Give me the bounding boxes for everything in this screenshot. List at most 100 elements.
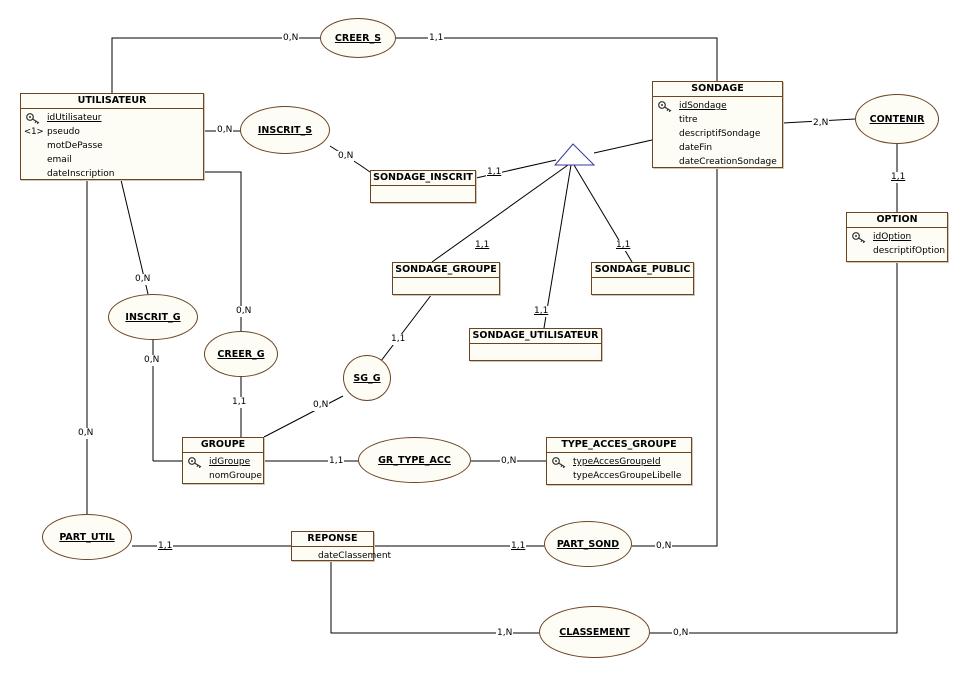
card-sg-g-sondage-groupe: 1,1 — [390, 334, 407, 345]
card-sondage-public-inherit: 1,1 — [615, 240, 632, 251]
key-icon — [188, 457, 202, 468]
entity-attributes: dateClassement — [292, 547, 391, 564]
card-contenir-sondage: 2,N — [812, 118, 830, 129]
primary-key-attribute: idUtilisateur — [24, 111, 200, 125]
relationship-inscrit-g[interactable]: INSCRIT_G — [108, 294, 198, 340]
attribute: dateInscription — [24, 167, 200, 181]
attribute-name: idSondage — [679, 101, 727, 111]
attribute-name: descriptifSondage — [679, 129, 761, 139]
entity-attributes — [371, 186, 475, 189]
attribute: descriptifOption — [850, 244, 946, 258]
edge-sondage-inherit — [593, 139, 653, 154]
key-icon — [552, 457, 566, 468]
card-sg-g-groupe: 0,N — [312, 400, 330, 411]
relationship-classement[interactable]: CLASSEMENT — [539, 606, 650, 658]
edge-utilisateur-creer-s — [111, 37, 320, 94]
entity-attributes — [470, 344, 601, 347]
entity-title: OPTION — [847, 213, 947, 228]
edge-sondage-groupe-sg-g — [380, 293, 433, 362]
relationship-inscrit-s[interactable]: INSCRIT_S — [240, 106, 330, 154]
key-icon — [852, 232, 866, 243]
attribute-name: typeAccesGroupeId — [573, 457, 661, 467]
card-part-util-reponse: 1,1 — [157, 541, 174, 552]
card-inscrit-s-sondage-inscrit: 0,N — [337, 151, 355, 162]
card-sondage-utilisateur-inherit: 1,1 — [533, 306, 550, 317]
unique-marker: <1> — [24, 127, 44, 137]
attribute: nomGroupe — [186, 469, 262, 483]
attribute-name: nomGroupe — [209, 471, 262, 481]
attribute-name: idOption — [873, 232, 912, 242]
card-inscrit-g-groupe: 0,N — [143, 355, 161, 366]
relationship-part-sond[interactable]: PART_SOND — [544, 521, 632, 567]
entity-attributes: idSondage titre descriptifSondage dateFin da… — [653, 97, 782, 170]
relationship-contenir[interactable]: CONTENIR — [855, 94, 939, 144]
relationship-gr-type-acc[interactable]: GR_TYPE_ACC — [358, 437, 471, 483]
entity-attributes — [393, 278, 499, 281]
attribute: dateCreationSondage — [656, 155, 779, 169]
card-sondage-inscrit-inherit: 1,1 — [486, 167, 503, 178]
inheritance-triangle — [553, 143, 596, 166]
card-classement-option: 0,N — [672, 628, 690, 639]
primary-key-attribute: idSondage — [656, 99, 779, 113]
edge-reponse-classement — [330, 561, 539, 634]
edge-creer-s-sondage — [396, 37, 718, 81]
attribute-name: dateCreationSondage — [679, 157, 777, 167]
entity-sondage[interactable]: SONDAGE idSondage titre descriptifSondage da… — [652, 81, 783, 168]
relationship-creer-g[interactable]: CREER_G — [204, 331, 278, 377]
attribute: dateFin — [656, 141, 779, 155]
card-gr-type-acc-tag: 0,N — [500, 456, 518, 467]
attribute-name: dateFin — [679, 143, 713, 153]
attribute-name: motDePasse — [47, 141, 103, 151]
attribute: email — [24, 153, 200, 167]
entity-sondage-groupe[interactable]: SONDAGE_GROUPE — [392, 262, 500, 295]
primary-key-attribute: idGroupe — [186, 455, 260, 469]
entity-attributes: typeAccesGroupeId typeAccesGroupeLibelle — [547, 453, 691, 484]
entity-title: SONDAGE_INSCRIT — [371, 171, 475, 186]
entity-sondage-public[interactable]: SONDAGE_PUBLIC — [591, 262, 694, 295]
card-gr-type-acc-groupe: 1,1 — [328, 456, 345, 467]
key-icon — [658, 101, 672, 112]
card-inscrit-s-utilisateur: 0,N — [216, 125, 234, 136]
relationship-part-util[interactable]: PART_UTIL — [42, 514, 132, 560]
card-sondage-groupe-inherit: 1,1 — [474, 240, 491, 251]
entity-title: SONDAGE_UTILISATEUR — [470, 329, 601, 344]
card-creer-g-utilisateur: 0,N — [235, 306, 253, 317]
attribute: typeAccesGroupeLibelle — [550, 469, 688, 483]
primary-key-attribute: idOption — [850, 230, 944, 244]
entity-title: TYPE_ACCES_GROUPE — [547, 438, 691, 453]
primary-key-attribute: typeAccesGroupeId — [550, 455, 688, 469]
entity-sondage-utilisateur[interactable]: SONDAGE_UTILISATEUR — [469, 328, 602, 361]
attribute: descriptifSondage — [656, 127, 779, 141]
entity-title: SONDAGE_GROUPE — [393, 263, 499, 278]
attribute: motDePasse — [24, 139, 200, 153]
entity-title: SONDAGE — [653, 82, 782, 97]
edge-sondage-groupe-inherit — [431, 164, 569, 263]
entity-attributes — [592, 278, 693, 281]
edge-utilisateur-creer-g — [204, 171, 242, 331]
card-classement-reponse: 1,N — [496, 628, 514, 639]
edge-sondage-utilisateur-inherit — [543, 164, 572, 329]
attribute-name: idUtilisateur — [47, 113, 102, 123]
entity-title: SONDAGE_PUBLIC — [592, 263, 693, 278]
attribute-name: idGroupe — [209, 457, 251, 467]
card-part-sond-reponse: 1,1 — [510, 541, 527, 552]
card-creer-s-sondage: 1,1 — [428, 33, 445, 44]
attribute-name: dateInscription — [47, 169, 115, 179]
relationship-creer-s[interactable]: CREER_S — [320, 18, 396, 58]
attribute-name: descriptifOption — [873, 246, 946, 256]
relationship-sg-g[interactable]: SG_G — [343, 355, 391, 401]
entity-title: UTILISATEUR — [21, 94, 203, 109]
card-creer-s-utilisateur: 0,N — [282, 33, 300, 44]
entity-sondage-inscrit[interactable]: SONDAGE_INSCRIT — [370, 170, 476, 203]
entity-attributes: idGroupe nomGroupe — [183, 453, 263, 484]
key-icon — [26, 113, 40, 124]
card-part-sond-sondage: 0,N — [655, 541, 673, 552]
attribute: titre — [656, 113, 779, 127]
entity-option[interactable]: OPTION idOption descriptifOption — [846, 212, 948, 262]
edge-classement-option — [650, 262, 898, 634]
